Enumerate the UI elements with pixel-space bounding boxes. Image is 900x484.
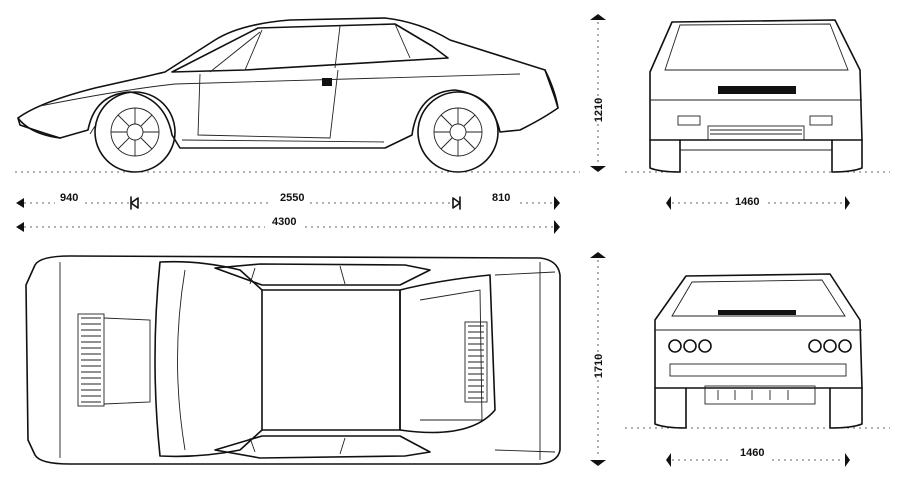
front-track-label: 1460 — [735, 196, 759, 208]
front-overhang-label: 940 — [60, 192, 78, 204]
front-view — [625, 19, 890, 173]
engine-cover-vent — [464, 321, 488, 403]
wheelbase-label: 2550 — [280, 192, 304, 204]
rear-view — [625, 273, 890, 429]
width-dimension: 1710 — [590, 252, 606, 466]
front-track-dimension: 1460 — [666, 196, 850, 210]
rear-overhang-label: 810 — [492, 192, 510, 204]
side-view — [15, 17, 580, 173]
overall-length-label: 4300 — [272, 216, 296, 228]
length-dimensions: 940 2550 810 4300 — [16, 192, 560, 234]
front-hood-vent — [77, 313, 105, 407]
top-view — [25, 255, 561, 465]
height-label: 1210 — [593, 98, 605, 122]
rear-track-label: 1460 — [740, 447, 764, 459]
height-dimension: 1210 — [590, 14, 606, 172]
rear-track-dimension: 1460 — [666, 447, 850, 467]
width-label: 1710 — [593, 354, 605, 378]
